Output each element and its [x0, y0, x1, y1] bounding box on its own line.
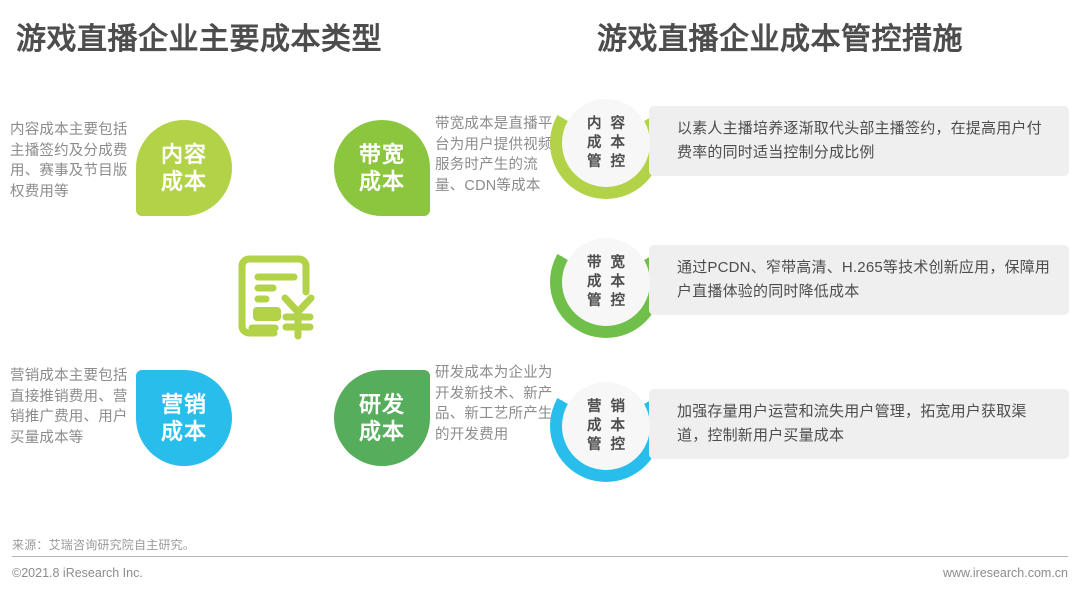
cost-bubble-marketing[interactable]: 营销 成本: [136, 370, 232, 466]
measure-ring-line1: 内 容: [586, 115, 628, 132]
measure-ring-label-bandwidth-control: 带 宽 成 本 管 控: [562, 238, 650, 326]
measure-text-marketing-control: 加强存量用户运营和流失用户管理，拓宽用户获取渠道，控制新用户买量成本: [649, 389, 1069, 459]
cost-bubble-rd[interactable]: 研发 成本: [334, 370, 430, 466]
measure-ring-content-control[interactable]: 内 容 成 本 管 控: [550, 87, 662, 199]
website-url: www.iresearch.com.cn: [942, 566, 1068, 580]
cost-description-content: 内容成本主要包括主播签约及分成费用、赛事及节目版权费用等: [10, 122, 128, 200]
cost-bubble-marketing-line2: 成本: [160, 419, 207, 444]
measure-text-content-control: 以素人主播培养逐渐取代头部主播签约，在提高用户付费率的同时适当控制分成比例: [649, 106, 1069, 176]
cost-bubble-content[interactable]: 内容 成本: [136, 120, 232, 216]
measure-text-bandwidth-control: 通过PCDN、窄带高清、H.265等技术创新应用，保障用户直播体验的同时降低成本: [649, 245, 1069, 315]
measure-ring-marketing-control[interactable]: 营 销 成 本 管 控: [550, 370, 662, 482]
measure-ring-line2: 成 本: [586, 134, 628, 151]
invoice-yuan-icon: [228, 250, 320, 342]
measure-ring-line3: 管 控: [586, 153, 628, 170]
cost-description-bandwidth: 带宽成本是直播平台为用户提供视频服务时产生的流量、CDN等成本: [435, 116, 553, 194]
measure-ring-line2: 成 本: [586, 417, 628, 434]
source-note: 来源：艾瑞咨询研究院自主研究。: [12, 538, 196, 552]
cost-description-rd: 研发成本为企业为开发新技术、新产品、新工艺所产生的开发费用: [435, 365, 553, 443]
cost-bubble-bandwidth-line2: 成本: [358, 169, 405, 194]
measure-ring-label-marketing-control: 营 销 成 本 管 控: [562, 382, 650, 470]
cost-description-marketing: 营销成本主要包括直接推销费用、营销推广费用、用户买量成本等: [10, 368, 128, 446]
measure-ring-line2: 成 本: [586, 273, 628, 290]
measure-ring-line3: 管 控: [586, 292, 628, 309]
title-bar: 游戏直播企业主要成本类型 游戏直播企业成本管控措施: [0, 14, 1080, 66]
cost-control-measures-panel: 以素人主播培养逐渐取代头部主播签约，在提高用户付费率的同时适当控制分成比例 内 …: [545, 78, 1080, 508]
footer-divider: [12, 556, 1068, 557]
cost-bubble-content-line1: 内容: [160, 142, 207, 167]
cost-bubble-bandwidth[interactable]: 带宽 成本: [334, 120, 430, 216]
cost-bubble-marketing-line1: 营销: [160, 392, 207, 417]
page-title-left: 游戏直播企业主要成本类型: [16, 23, 382, 56]
measure-ring-bandwidth-control[interactable]: 带 宽 成 本 管 控: [550, 226, 662, 338]
cost-bubble-bandwidth-line1: 带宽: [358, 142, 405, 167]
copyright-text: ©2021.8 iResearch Inc.: [12, 566, 143, 580]
measure-ring-line1: 带 宽: [586, 254, 628, 271]
measure-ring-line3: 管 控: [586, 436, 628, 453]
measure-ring-line1: 营 销: [586, 398, 628, 415]
measure-ring-label-content-control: 内 容 成 本 管 控: [562, 99, 650, 187]
cost-bubble-rd-line1: 研发: [358, 392, 405, 417]
cost-types-panel: 内容成本主要包括主播签约及分成费用、赛事及节目版权费用等 带宽成本是直播平台为用…: [0, 78, 552, 508]
cost-bubble-content-line2: 成本: [160, 169, 207, 194]
measure-row: 以素人主播培养逐渐取代头部主播签约，在提高用户付费率的同时适当控制分成比例 内 …: [545, 87, 1080, 209]
cost-bubble-rd-line2: 成本: [358, 419, 405, 444]
measure-row: 加强存量用户运营和流失用户管理，拓宽用户获取渠道，控制新用户买量成本 营 销 成…: [545, 370, 1080, 492]
measure-row: 通过PCDN、窄带高清、H.265等技术创新应用，保障用户直播体验的同时降低成本…: [545, 226, 1080, 348]
page-title-right: 游戏直播企业成本管控措施: [597, 23, 963, 56]
